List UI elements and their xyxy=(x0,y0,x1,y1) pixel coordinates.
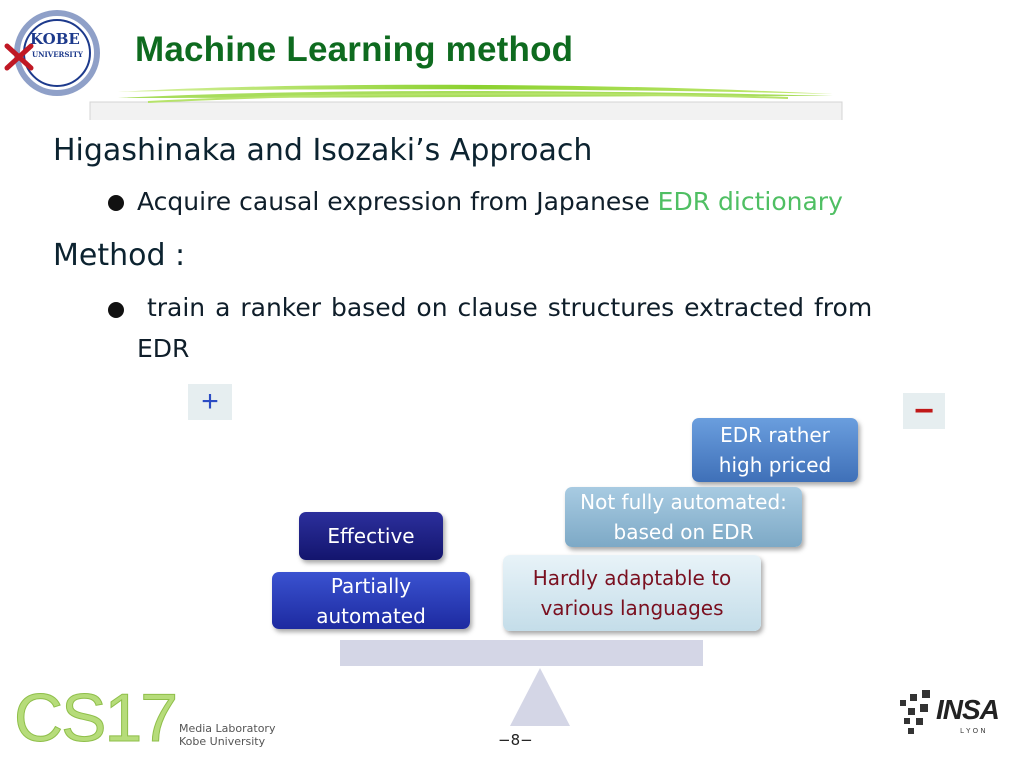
balance-beam xyxy=(340,640,703,666)
insa-lyon-logo: INSA L Y O N xyxy=(898,684,1008,744)
insa-dots-icon xyxy=(900,690,930,734)
con-box-edr-high-priced: EDR rather high priced xyxy=(692,418,858,482)
kobe-university-logo: KOBE UNIVERSITY xyxy=(3,8,103,98)
pro-box-partially-automated: Partially automated xyxy=(272,572,470,629)
media-lab-line1: Media Laboratory xyxy=(179,722,276,735)
con-box-not-fully-automated: Not fully automated: based on EDR xyxy=(565,487,802,547)
bullet-approach: Acquire causal expression from Japanese … xyxy=(137,187,843,216)
section-heading-approach: Higashinaka and Isozaki’s Approach xyxy=(53,133,593,168)
media-lab-line2: Kobe University xyxy=(179,735,266,748)
bullet-approach-accent: EDR dictionary xyxy=(657,187,843,216)
con-box-hardly-adaptable: Hardly adaptable to various languages xyxy=(503,555,761,631)
title-swoosh-decoration xyxy=(89,84,843,120)
pro-box-effective: Effective xyxy=(299,512,443,560)
insa-sub: L Y O N xyxy=(960,727,986,735)
minus-sign: − xyxy=(903,392,945,430)
section-heading-method: Method : xyxy=(53,238,186,273)
plus-sign: + xyxy=(188,384,232,420)
bullet-method-line1: train a ranker based on clause structure… xyxy=(137,293,873,322)
insa-name: INSA xyxy=(936,694,1000,725)
kobe-logo-line2: UNIVERSITY xyxy=(32,50,83,59)
page-number: −8− xyxy=(498,731,533,749)
kobe-logo-emblem-icon xyxy=(4,10,100,96)
slide-title: Machine Learning method xyxy=(135,30,574,69)
bullet-dot-icon xyxy=(108,302,124,318)
cs17-logo: CS17 xyxy=(13,680,178,756)
kobe-logo-line1: KOBE xyxy=(30,30,80,48)
balance-fulcrum-icon xyxy=(510,668,570,726)
bullet-approach-text: Acquire causal expression from Japanese xyxy=(137,187,658,216)
bullet-dot-icon xyxy=(108,195,124,211)
bullet-method-line2: EDR xyxy=(137,334,190,363)
